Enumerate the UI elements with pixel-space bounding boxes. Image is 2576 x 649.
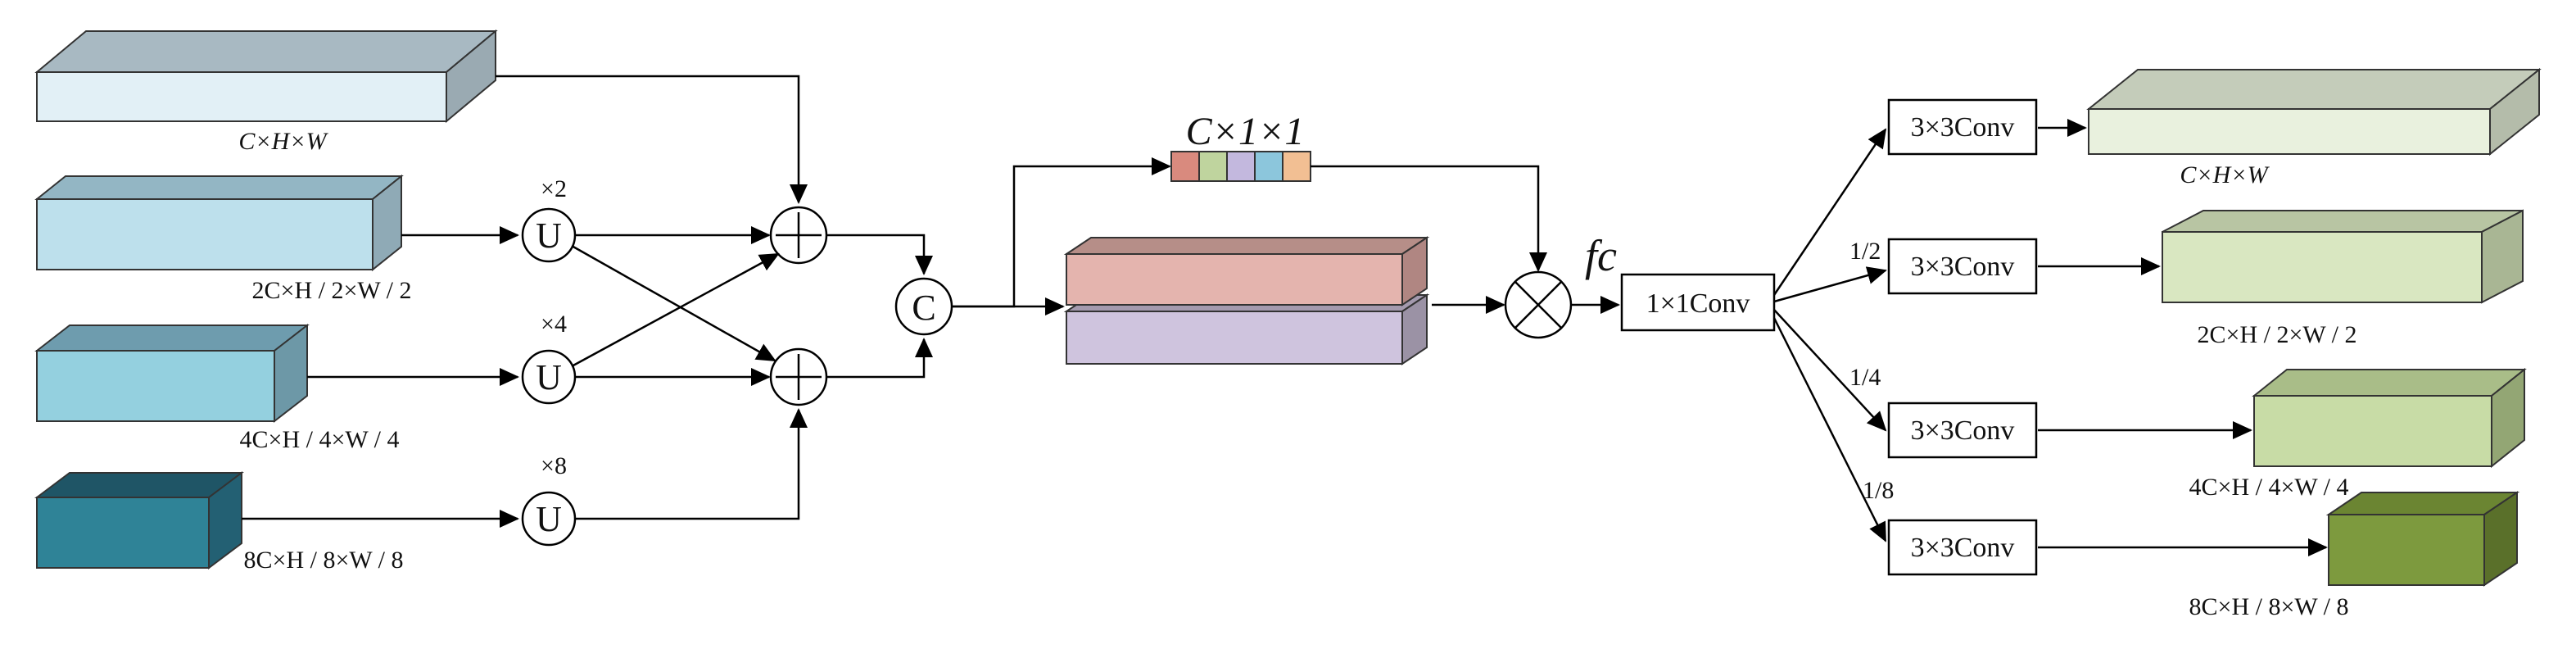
- conv3x3-box-1: 3×3Conv: [1887, 238, 2038, 295]
- upsample-x2: U ×2: [521, 175, 577, 263]
- input-block-1: [34, 174, 404, 272]
- input-block-1-top: [34, 175, 404, 200]
- input-block-3-top: [34, 472, 244, 498]
- output-block-3-side: [2483, 491, 2518, 587]
- output-block-1-top: [2162, 210, 2524, 233]
- branch-scale-2: 1/4: [1849, 364, 1881, 391]
- input-label-3: 8C×H / 8×W / 8: [244, 547, 404, 574]
- channel-cell-2: [1226, 151, 1256, 182]
- input-block-0-side: [446, 29, 496, 124]
- conv3x3-label-3: 3×3Conv: [1911, 533, 2015, 563]
- output-block-0-front: [2088, 108, 2491, 155]
- channel-vector-label: C×1×1: [1186, 110, 1305, 153]
- output-block-0-top: [2086, 69, 2542, 110]
- input-block-3-side: [208, 471, 242, 570]
- conv1x1-label: 1×1Conv: [1646, 288, 1750, 319]
- input-block-0-top: [34, 30, 498, 73]
- input-block-2: [34, 323, 310, 424]
- upsample-x2-symbol: U: [536, 216, 562, 256]
- upsample-x2-factor: ×2: [541, 175, 567, 202]
- input-label-1: 2C×H / 2×W / 2: [252, 277, 412, 304]
- output-block-2-front: [2253, 395, 2492, 467]
- channel-cell-0: [1170, 151, 1200, 182]
- output-label-3: 8C×H / 8×W / 8: [2189, 593, 2349, 620]
- conv3x3-box-0: 3×3Conv: [1887, 98, 2038, 156]
- output-block-1-front: [2162, 231, 2483, 303]
- add-op-top: [769, 206, 828, 265]
- input-block-3-front: [36, 497, 210, 569]
- left-connections: [242, 75, 933, 528]
- input-block-2-front: [36, 350, 275, 422]
- middle-connections: [952, 157, 1620, 315]
- output-block-1: [2162, 209, 2524, 304]
- output-block-0-side: [2489, 67, 2540, 157]
- conv3x3-label-0: 3×3Conv: [1911, 112, 2015, 143]
- output-block-2-top: [2252, 369, 2527, 397]
- output-block-3-front: [2328, 514, 2485, 586]
- input-block-0-front: [36, 71, 447, 122]
- conv3x3-label-1: 3×3Conv: [1911, 252, 2015, 282]
- channel-vector: [1170, 151, 1311, 182]
- channel-cell-4: [1282, 151, 1311, 182]
- upsample-x8-symbol: U: [536, 499, 562, 539]
- output-block-2-side: [2491, 367, 2525, 469]
- output-block-2: [2252, 367, 2527, 469]
- output-label-2: 4C×H / 4×W / 4: [2189, 474, 2349, 501]
- conv3x3-box-2: 3×3Conv: [1887, 402, 2038, 459]
- output-block-3: [2325, 491, 2520, 587]
- conv3x3-label-2: 3×3Conv: [1911, 415, 2015, 446]
- concat-op: C: [894, 277, 953, 336]
- multiply-op: [1504, 270, 1573, 339]
- branch-scale-1: 1/2: [1849, 238, 1881, 265]
- input-block-1-side: [372, 174, 402, 272]
- channel-cell-3: [1254, 151, 1283, 182]
- upsample-x4-symbol: U: [536, 357, 562, 397]
- output-block-1-side: [2481, 209, 2524, 304]
- fc-label: fc: [1585, 231, 1617, 280]
- input-label-2: 4C×H / 4×W / 4: [240, 426, 400, 453]
- channel-cell-1: [1198, 151, 1228, 182]
- conv1x1-box: 1×1Conv: [1620, 273, 1776, 332]
- stacked-feature-top: [1063, 236, 1430, 306]
- input-block-1-front: [36, 198, 373, 270]
- concat-symbol: C: [912, 288, 935, 328]
- input-block-3: [34, 471, 244, 570]
- branch-scale-3: 1/8: [1863, 477, 1894, 504]
- input-block-2-side: [274, 323, 308, 424]
- conv3x3-box-3: 3×3Conv: [1887, 519, 2038, 576]
- input-block-0: [34, 29, 498, 124]
- output-label-1: 2C×H / 2×W / 2: [2198, 321, 2357, 348]
- upsample-x8-factor: ×8: [541, 452, 567, 479]
- input-block-2-top: [34, 324, 310, 352]
- input-label-0: C×H×W: [238, 128, 328, 155]
- output-label-0: C×H×W: [2180, 161, 2270, 188]
- branch-connections: [1772, 119, 2328, 556]
- upsample-x4: U ×4: [521, 311, 577, 405]
- upsample-x4-factor: ×4: [541, 311, 567, 338]
- add-op-bottom: [769, 347, 828, 406]
- output-block-0: [2086, 67, 2542, 157]
- upsample-x8: U ×8: [521, 452, 577, 547]
